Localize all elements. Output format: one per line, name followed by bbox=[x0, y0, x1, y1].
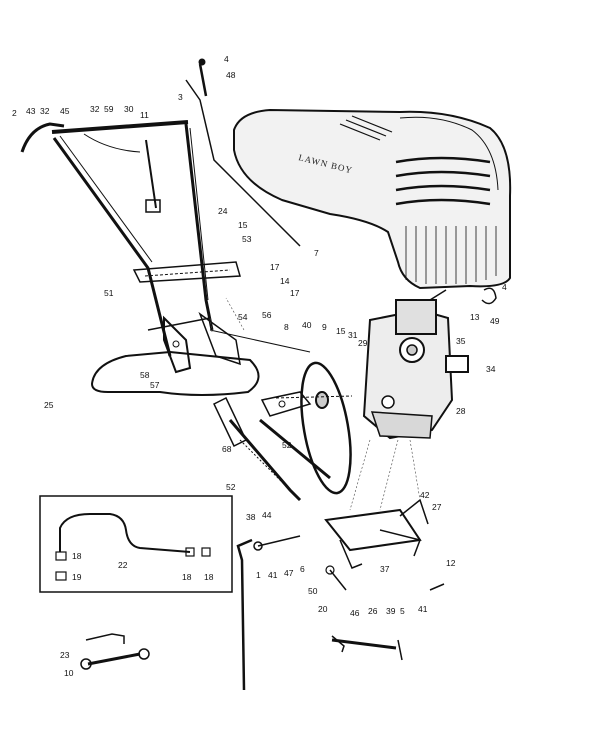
belt-pulley bbox=[260, 361, 353, 495]
callout-34: 34 bbox=[486, 364, 496, 374]
handle-assembly bbox=[20, 58, 311, 396]
callout-14: 14 bbox=[280, 276, 290, 286]
inset-callout-18a: 18 bbox=[72, 551, 82, 561]
drive-linkage bbox=[213, 396, 445, 691]
callout-3: 3 bbox=[178, 92, 183, 102]
callout-23: 23 bbox=[60, 650, 70, 660]
callout-4-top: 4 bbox=[224, 54, 229, 64]
inset-callout-labels: 18 19 22 18 18 bbox=[72, 551, 214, 582]
leader-lines bbox=[209, 297, 421, 511]
cover-vent-grille bbox=[395, 156, 491, 206]
callout-11: 11 bbox=[140, 110, 149, 120]
callout-29: 29 bbox=[358, 338, 368, 348]
callout-31: 31 bbox=[348, 330, 358, 340]
callout-46: 46 bbox=[350, 608, 360, 618]
inset-callout-22: 22 bbox=[118, 560, 128, 570]
engine-block bbox=[362, 287, 497, 440]
callout-17b: 17 bbox=[290, 288, 300, 298]
callout-15a: 15 bbox=[238, 220, 248, 230]
callout-15b: 15 bbox=[336, 326, 346, 336]
callout-45: 45 bbox=[60, 106, 70, 116]
callout-42: 42 bbox=[420, 490, 430, 500]
callout-25: 25 bbox=[44, 400, 54, 410]
callout-68: 68 bbox=[222, 444, 232, 454]
callout-50: 50 bbox=[308, 586, 318, 596]
callout-8: 8 bbox=[284, 322, 289, 332]
callout-57: 57 bbox=[150, 380, 160, 390]
callout-52a: 52 bbox=[282, 440, 292, 450]
callout-1: 1 bbox=[256, 570, 261, 580]
callout-58: 58 bbox=[140, 370, 150, 380]
callout-6: 6 bbox=[300, 564, 305, 574]
inset-box bbox=[39, 495, 233, 593]
callout-49: 49 bbox=[490, 316, 500, 326]
callout-24: 24 bbox=[218, 206, 228, 216]
callout-17a: 17 bbox=[270, 262, 280, 272]
callout-53: 53 bbox=[242, 234, 252, 244]
engine-cover: LAWN BOY bbox=[233, 108, 512, 290]
callout-4-right: 4 bbox=[502, 282, 507, 292]
inset-callout-19: 19 bbox=[72, 572, 82, 582]
callout-41a: 41 bbox=[268, 570, 278, 580]
callout-9: 9 bbox=[322, 322, 327, 332]
callout-32b: 32 bbox=[90, 104, 100, 114]
callout-28: 28 bbox=[456, 406, 466, 416]
callout-27: 27 bbox=[432, 502, 442, 512]
callout-37: 37 bbox=[380, 564, 390, 574]
callout-47: 47 bbox=[284, 568, 294, 578]
callout-7: 7 bbox=[314, 248, 319, 258]
callout-43: 43 bbox=[26, 106, 36, 116]
callout-32: 32 bbox=[40, 106, 50, 116]
callout-5: 5 bbox=[400, 606, 405, 616]
callout-10: 10 bbox=[64, 668, 74, 678]
callout-52b: 52 bbox=[226, 482, 236, 492]
callout-48-top: 48 bbox=[226, 70, 236, 80]
callout-51: 51 bbox=[104, 288, 114, 298]
callout-30: 30 bbox=[124, 104, 134, 114]
callout-59: 59 bbox=[104, 104, 114, 114]
callout-35: 35 bbox=[456, 336, 466, 346]
inset-callout-18c: 18 bbox=[204, 572, 214, 582]
callout-41b: 41 bbox=[418, 604, 428, 614]
inset-callout-18b: 18 bbox=[182, 572, 192, 582]
callout-20: 20 bbox=[318, 604, 328, 614]
callout-26: 26 bbox=[368, 606, 378, 616]
callout-12: 12 bbox=[446, 558, 456, 568]
tools bbox=[80, 633, 150, 670]
callout-2: 2 bbox=[12, 108, 17, 118]
callout-44: 44 bbox=[262, 510, 272, 520]
callout-56: 56 bbox=[262, 310, 272, 320]
callout-38: 38 bbox=[246, 512, 256, 522]
callout-labels: 4 48 3 2 43 32 45 32 59 30 11 24 15 53 5… bbox=[12, 54, 507, 678]
callout-13: 13 bbox=[470, 312, 480, 322]
callout-39: 39 bbox=[386, 606, 396, 616]
callout-40: 40 bbox=[302, 320, 312, 330]
callout-54: 54 bbox=[238, 312, 248, 322]
